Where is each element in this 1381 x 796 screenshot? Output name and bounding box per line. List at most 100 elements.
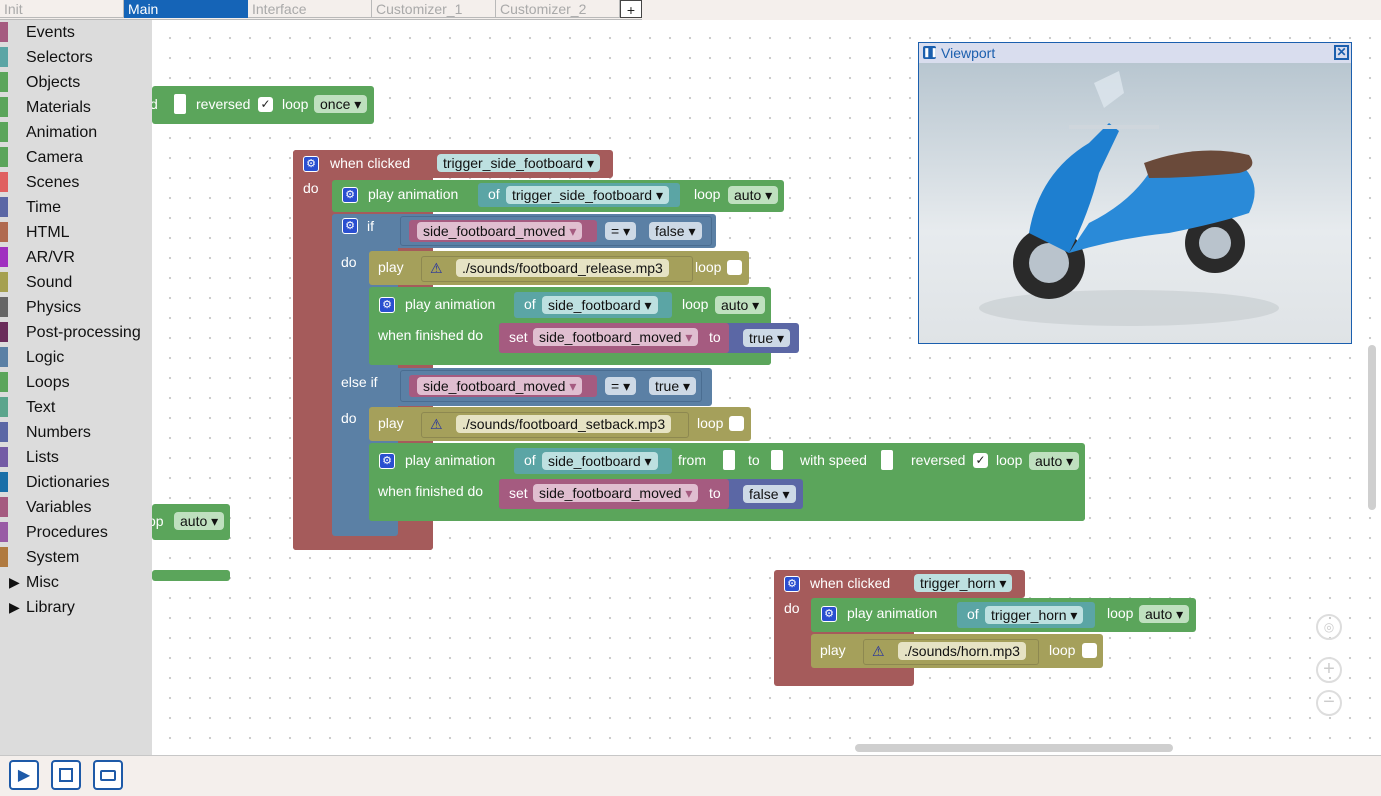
loop-checkbox[interactable] xyxy=(727,260,742,275)
sidebar-item-variables[interactable]: Variables xyxy=(0,495,152,520)
sidebar-item-events[interactable]: Events xyxy=(0,20,152,45)
object-dropdown[interactable]: trigger_side_footboard ▾ xyxy=(506,186,670,204)
boolean-dropdown[interactable]: false ▾ xyxy=(743,485,796,503)
zoom-in-icon[interactable]: + xyxy=(1316,657,1342,683)
loop-dropdown[interactable]: auto ▾ xyxy=(174,512,225,530)
boolean-block[interactable]: false ▾ xyxy=(643,220,703,242)
partial-animation-block[interactable]: d reversed ✓ loop once ▾ xyxy=(152,86,374,124)
sidebar-item-sound[interactable]: Sound xyxy=(0,270,152,295)
viewport-window[interactable]: ❚❚ Viewport ✕ xyxy=(918,42,1352,344)
operator-dropdown[interactable]: = ▾ xyxy=(605,222,637,240)
sound-file-block[interactable]: ⚠ ./sounds/footboard_setback.mp3 xyxy=(421,412,689,438)
play-sound-block-2[interactable]: play ⚠ ./sounds/footboard_setback.mp3 lo… xyxy=(369,407,751,441)
sidebar-item-loops[interactable]: Loops xyxy=(0,370,152,395)
play-animation-block-4[interactable]: ⚙ play animation of trigger_horn ▾ loop … xyxy=(811,598,1196,632)
close-icon[interactable]: ✕ xyxy=(1334,45,1349,60)
gear-icon[interactable]: ⚙ xyxy=(821,606,837,622)
from-socket[interactable] xyxy=(723,450,735,470)
object-dropdown[interactable]: side_footboard ▾ xyxy=(542,452,658,470)
sound-file-block[interactable]: ⚠ ./sounds/footboard_release.mp3 xyxy=(421,256,693,282)
of-object-block[interactable]: of trigger_side_footboard ▾ xyxy=(478,183,680,207)
sidebar-item-system[interactable]: System xyxy=(0,545,152,570)
set-variable-block-2[interactable]: set side_footboard_moved ▾ to false ▾ xyxy=(499,479,803,509)
boolean-dropdown[interactable]: true ▾ xyxy=(649,377,697,395)
sidebar-item-dictionaries[interactable]: Dictionaries xyxy=(0,470,152,495)
reversed-checkbox[interactable]: ✓ xyxy=(973,453,988,468)
of-object-block[interactable]: of side_footboard ▾ xyxy=(514,448,672,474)
boolean-block[interactable]: true ▾ xyxy=(643,375,697,397)
operator-dropdown[interactable]: = ▾ xyxy=(605,377,637,395)
sound-file-field[interactable]: ./sounds/footboard_release.mp3 xyxy=(456,259,669,277)
sidebar-item-animation[interactable]: Animation xyxy=(0,120,152,145)
loop-checkbox[interactable] xyxy=(1082,643,1097,658)
sidebar-item-camera[interactable]: Camera xyxy=(0,145,152,170)
loop-dropdown[interactable]: auto ▾ xyxy=(715,296,766,314)
reversed-checkbox[interactable]: ✓ xyxy=(258,97,273,112)
pause-icon[interactable]: ❚❚ xyxy=(923,46,939,59)
gear-icon[interactable]: ⚙ xyxy=(784,576,800,592)
loop-dropdown[interactable]: once ▾ xyxy=(314,95,368,113)
of-object-block[interactable]: of trigger_horn ▾ xyxy=(957,602,1095,628)
boolean-dropdown[interactable]: false ▾ xyxy=(649,222,702,240)
sidebar-item-html[interactable]: HTML xyxy=(0,220,152,245)
sidebar-item-logic[interactable]: Logic xyxy=(0,345,152,370)
add-tab-button[interactable]: + xyxy=(620,0,642,18)
object-dropdown[interactable]: trigger_horn ▾ xyxy=(985,606,1084,624)
object-selector-dropdown[interactable]: trigger_horn ▾ xyxy=(914,574,1013,592)
sidebar-item-text[interactable]: Text xyxy=(0,395,152,420)
variable-dropdown[interactable]: side_footboard_moved ▾ xyxy=(417,377,583,395)
zoom-out-icon[interactable]: − xyxy=(1316,690,1342,716)
tab-customizer-1[interactable]: Customizer_1 xyxy=(372,0,496,18)
screenshot-button[interactable] xyxy=(93,760,123,790)
gear-icon[interactable]: ⚙ xyxy=(379,297,395,313)
sidebar-item-post-processing[interactable]: Post-processing xyxy=(0,320,152,345)
sidebar-item-procedures[interactable]: Procedures xyxy=(0,520,152,545)
play-animation-block[interactable]: ⚙ play animation of trigger_side_footboa… xyxy=(332,180,784,212)
vertical-scrollbar[interactable] xyxy=(1368,345,1376,510)
gear-icon[interactable]: ⚙ xyxy=(342,187,358,203)
to-socket[interactable] xyxy=(771,450,783,470)
sound-file-field[interactable]: ./sounds/horn.mp3 xyxy=(898,642,1026,660)
gear-icon[interactable]: ⚙ xyxy=(342,218,358,234)
partial-animation-block-2[interactable]: op auto ▾ xyxy=(152,504,230,540)
tab-customizer-2[interactable]: Customizer_2 xyxy=(496,0,620,18)
loop-dropdown[interactable]: auto ▾ xyxy=(728,186,779,204)
play-sound-block[interactable]: play ⚠ ./sounds/footboard_release.mp3 lo… xyxy=(369,251,749,285)
horizontal-scrollbar[interactable] xyxy=(855,744,1173,752)
speed-socket[interactable] xyxy=(881,450,893,470)
sidebar-item-numbers[interactable]: Numbers xyxy=(0,420,152,445)
tab-init[interactable]: Init xyxy=(0,0,124,18)
variable-dropdown[interactable]: side_footboard_moved ▾ xyxy=(533,484,699,502)
object-dropdown[interactable]: side_footboard ▾ xyxy=(542,296,658,314)
loop-dropdown[interactable]: auto ▾ xyxy=(1029,452,1080,470)
sidebar-item-misc[interactable]: ▶Misc xyxy=(0,570,152,595)
set-variable-block[interactable]: set side_footboard_moved ▾ to true ▾ xyxy=(499,323,799,353)
variable-dropdown[interactable]: side_footboard_moved ▾ xyxy=(533,328,699,346)
run-button[interactable]: ▶ xyxy=(9,760,39,790)
sidebar-item-lists[interactable]: Lists xyxy=(0,445,152,470)
play-sound-block-3[interactable]: play ⚠ ./sounds/horn.mp3 loop xyxy=(811,634,1103,668)
sidebar-item-time[interactable]: Time xyxy=(0,195,152,220)
sidebar-item-physics[interactable]: Physics xyxy=(0,295,152,320)
gear-icon[interactable]: ⚙ xyxy=(303,156,319,172)
loop-checkbox[interactable] xyxy=(729,416,744,431)
sidebar-item-materials[interactable]: Materials xyxy=(0,95,152,120)
object-selector-dropdown[interactable]: trigger_side_footboard ▾ xyxy=(437,154,601,172)
variable-block[interactable]: side_footboard_moved ▾ xyxy=(409,375,597,397)
boolean-dropdown[interactable]: true ▾ xyxy=(743,329,791,347)
gear-icon[interactable]: ⚙ xyxy=(379,453,395,469)
sidebar-item-objects[interactable]: Objects xyxy=(0,70,152,95)
loop-dropdown[interactable]: auto ▾ xyxy=(1139,605,1190,623)
sidebar-item-scenes[interactable]: Scenes xyxy=(0,170,152,195)
3d-viewport-canvas[interactable] xyxy=(919,63,1351,343)
sound-file-block[interactable]: ⚠ ./sounds/horn.mp3 xyxy=(863,639,1039,665)
tab-main[interactable]: Main xyxy=(124,0,248,18)
compare-block[interactable]: side_footboard_moved ▾ = ▾ false ▾ xyxy=(400,216,712,246)
of-object-block[interactable]: of side_footboard ▾ xyxy=(514,292,672,318)
sidebar-item-ar-vr[interactable]: AR/VR xyxy=(0,245,152,270)
save-button[interactable] xyxy=(51,760,81,790)
sound-file-field[interactable]: ./sounds/footboard_setback.mp3 xyxy=(456,415,672,433)
recenter-icon[interactable]: ◎ xyxy=(1316,614,1342,640)
sidebar-item-library[interactable]: ▶Library xyxy=(0,595,152,620)
sidebar-item-selectors[interactable]: Selectors xyxy=(0,45,152,70)
